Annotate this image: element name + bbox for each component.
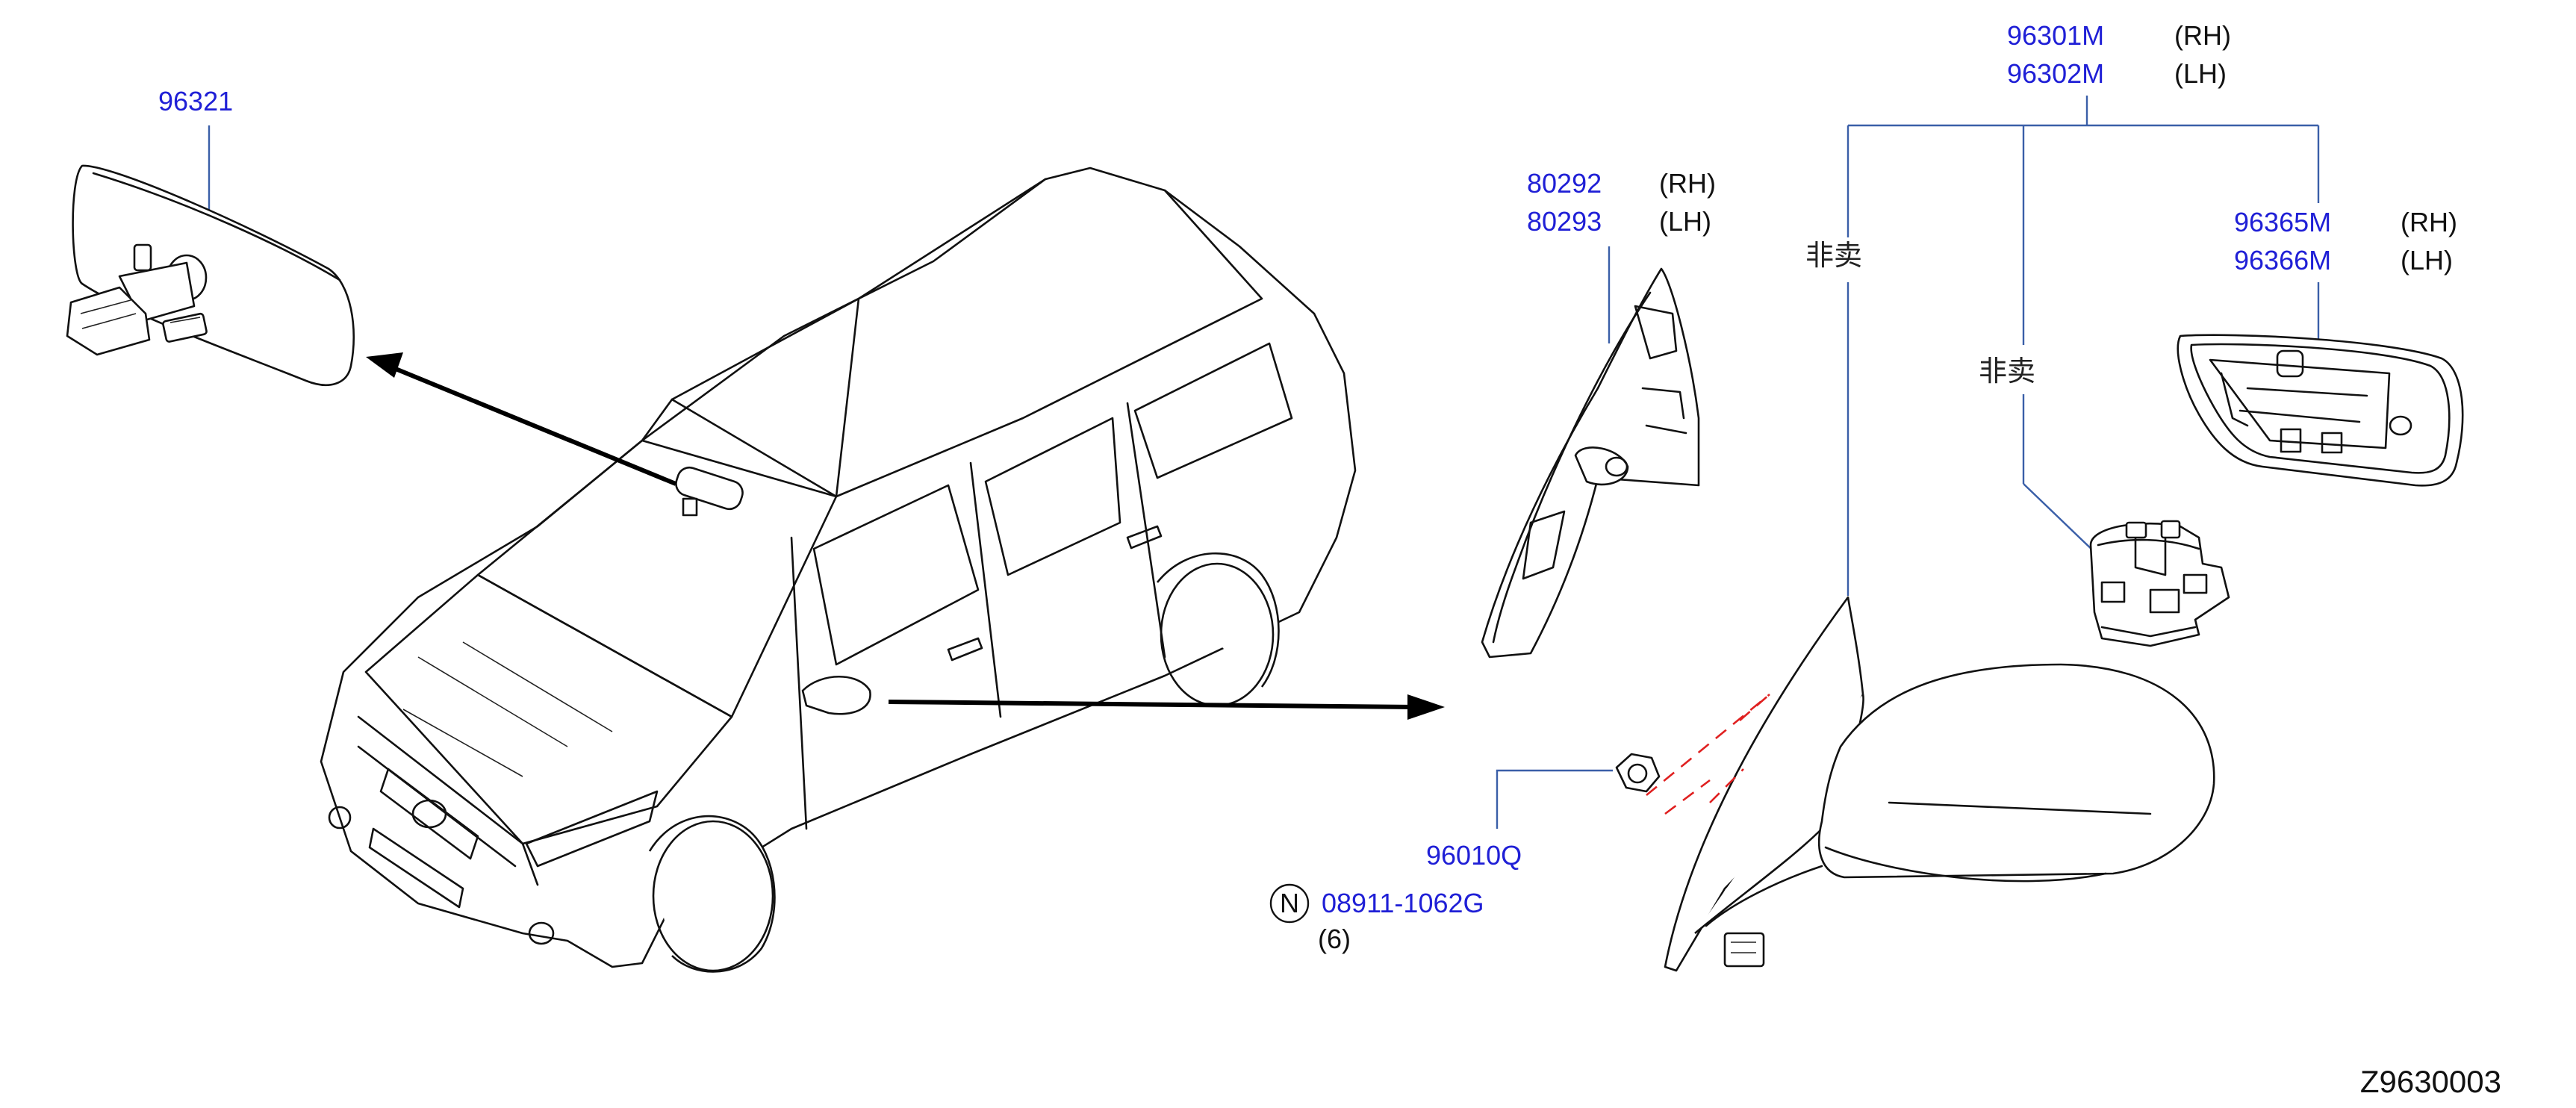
part-number-08911-1062G[interactable]: 08911-1062G — [1322, 888, 1484, 918]
inside-mirror — [66, 125, 355, 386]
part-number-96321[interactable]: 96321 — [158, 86, 233, 116]
drawing-code: Z9630003 — [2360, 1064, 2501, 1099]
vehicle-illustration — [320, 166, 1357, 973]
quantity-label: (6) — [1318, 924, 1351, 954]
assembly-leader-tree — [1847, 96, 2320, 596]
mirror-actuator — [2089, 520, 2230, 647]
fitment-dashed-lines — [1646, 693, 1770, 815]
mirror-cover — [1481, 267, 1700, 659]
part-number-96302M[interactable]: 96302M — [2007, 58, 2104, 89]
not-for-sale-label-assembly: 非卖 — [1805, 239, 1862, 272]
part-number-96365M[interactable]: 96365M — [2234, 207, 2331, 237]
part-number-96010Q[interactable]: 96010Q — [1426, 840, 1522, 871]
side-label-80292: (RH) — [1659, 168, 1716, 199]
side-label-96301M: (RH) — [2174, 20, 2231, 51]
side-label-80293: (LH) — [1659, 206, 1711, 237]
mirror-nut — [1496, 753, 1661, 829]
std-part-circle-icon — [1269, 883, 1310, 924]
part-number-96301M[interactable]: 96301M — [2007, 20, 2104, 51]
side-label-96365M: (RH) — [2401, 207, 2457, 237]
part-number-80293[interactable]: 80293 — [1527, 206, 1602, 237]
std-part-symbol: N — [1280, 888, 1299, 918]
mirror-glass — [2177, 334, 2464, 487]
part-number-80292[interactable]: 80292 — [1527, 168, 1602, 199]
door-mirror-assembly — [1664, 596, 2215, 972]
side-label-96366M: (LH) — [2401, 245, 2453, 276]
side-label-96302M: (LH) — [2174, 58, 2227, 89]
not-for-sale-label-actuator: 非卖 — [1979, 355, 2035, 388]
part-number-96366M[interactable]: 96366M — [2234, 245, 2331, 276]
callout-arrows — [366, 352, 1445, 720]
